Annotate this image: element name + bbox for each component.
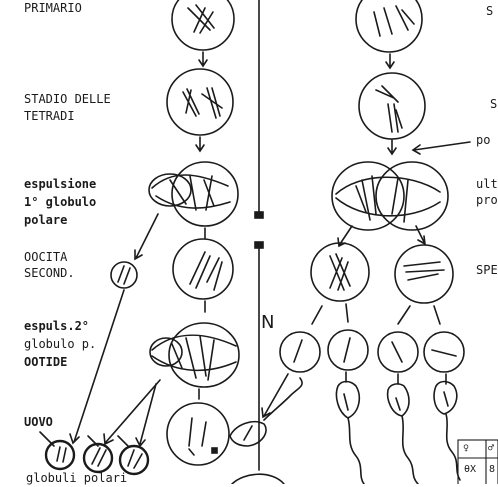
label-male-po: po: [476, 133, 491, 147]
secondary-spermatocyte-cell-a: [310, 242, 370, 302]
secondary-spermatocyte-cell-b: [394, 244, 454, 304]
polar-body-small-cell: [110, 261, 138, 289]
table-bottom-right: 8: [489, 464, 496, 475]
label-tetrad-line1: STADIO DELLE: [24, 92, 111, 106]
label-oocyte2-line1: OOCITA: [24, 250, 68, 264]
ootid-cell: [166, 402, 267, 466]
label-egg: UOVO: [24, 415, 53, 429]
arrow-diagonal-icon: [433, 305, 441, 325]
arrow-down-icon: [195, 136, 205, 153]
table-male-symbol: ♂: [488, 443, 495, 454]
label-male-pro: pro: [476, 193, 498, 207]
label-male-s1: S: [486, 4, 494, 18]
egg-and-polar-bodies: [44, 439, 150, 476]
first-polar-body-cell: [148, 161, 239, 227]
center-divider: [254, 0, 264, 471]
label-expulsion1-line1: espulsione: [24, 177, 97, 191]
second-polar-body-cell: [149, 322, 240, 388]
label-male-ult: ult: [476, 177, 498, 191]
arrow-diagonal-icon: [345, 303, 349, 323]
label-expulsion2-line2: globulo p.: [24, 337, 97, 351]
arrow-down-icon: [385, 53, 395, 70]
label-n: N: [261, 312, 275, 333]
spermatids-row: [279, 329, 465, 373]
label-polar-bodies: globuli polari: [26, 471, 128, 485]
bottom-partial-cell: [231, 473, 285, 484]
arrow-diagonal-icon: [117, 435, 129, 447]
label-male-spe: SPE: [476, 263, 498, 277]
table-bottom-left: θX: [464, 464, 477, 475]
arrow-diagonal-icon: [337, 225, 353, 248]
arrow-down-icon: [387, 139, 397, 156]
male-tetrad-cell: [358, 72, 426, 140]
label-expulsion1-line3: polare: [24, 213, 68, 227]
arrow-diagonal-icon: [87, 435, 99, 447]
primary-spermatocyte-cell: [355, 0, 423, 53]
label-ootid: OOTIDE: [24, 355, 68, 369]
arrow-left-icon: [411, 141, 471, 155]
arrow-diagonal-icon: [69, 289, 125, 445]
label-expulsion1-line2: 1° globulo: [24, 195, 97, 209]
arrow-diagonal-icon: [134, 213, 159, 261]
sperm-cells-row: [263, 377, 461, 484]
primary-oocyte-cell: [171, 0, 235, 51]
arrow-diagonal-icon: [311, 305, 323, 325]
label-tetrad-line2: TETRADI: [24, 109, 75, 123]
arrow-diagonal-icon: [39, 431, 55, 447]
arrow-diagonal-icon: [397, 305, 411, 325]
arrow-diagonal-icon: [135, 383, 157, 448]
label-male-s2: S: [490, 97, 498, 111]
label-expulsion2-line1: espuls.2°: [24, 319, 90, 333]
tetrad-stage-cell: [166, 68, 234, 136]
arrow-diagonal-icon: [261, 373, 289, 419]
arrow-diagonal-icon: [415, 225, 426, 246]
secondary-oocyte-cell: [172, 238, 234, 300]
genotype-table: [457, 439, 498, 484]
table-female-symbol: ♀: [463, 443, 470, 454]
label-primary: PRIMARIO: [24, 1, 82, 15]
arrow-diagonal-icon: [103, 379, 161, 446]
male-division-cell: [331, 161, 449, 231]
label-oocyte2-line2: SECOND.: [24, 266, 75, 280]
arrow-down-icon: [198, 51, 208, 68]
